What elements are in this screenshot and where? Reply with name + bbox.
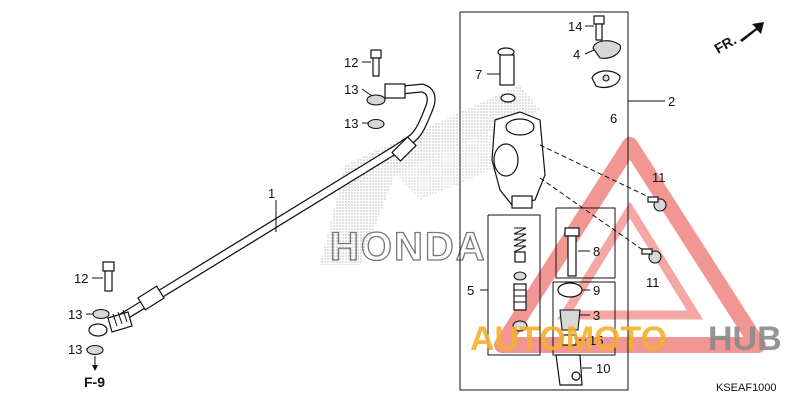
callout-15: 15	[589, 333, 603, 348]
part-13-washer-1	[366, 94, 386, 106]
part-14-bolt	[593, 15, 605, 41]
ref-arrow-head	[92, 365, 98, 371]
watermark-word-grey: HUB	[708, 320, 782, 358]
sub-box-9-3	[552, 281, 616, 356]
callout-14: 14	[568, 19, 582, 34]
callout-9: 9	[593, 283, 600, 298]
part-5-piston-kit	[512, 227, 528, 332]
master-cylinder-body	[491, 111, 546, 209]
callout-12-upper: 12	[344, 55, 358, 70]
part-8-pushrod	[564, 227, 580, 277]
diagram-code: KSEAF1000	[716, 382, 777, 394]
sub-box-8	[555, 207, 616, 279]
callout-10: 10	[596, 361, 610, 376]
front-direction-marker: FR.	[712, 22, 764, 57]
part-11-bolt-upper	[539, 144, 667, 212]
part-13-washer-4	[86, 344, 104, 356]
callout-13-a: 13	[344, 82, 358, 97]
callout-11-upper: 11	[652, 170, 666, 185]
part-12-bolt-top	[370, 49, 382, 77]
callout-6: 6	[610, 111, 617, 126]
part-6-hole	[602, 74, 610, 82]
callout-13-d: 13	[68, 342, 82, 357]
hose-eyelet	[88, 323, 108, 337]
part-10-clevis	[555, 354, 583, 386]
callout-12-lower: 12	[74, 271, 88, 286]
callout-11-lower: 11	[646, 275, 660, 290]
part-1-hose	[107, 83, 436, 333]
part-13-washer-2	[367, 118, 385, 130]
watermark-word-orange: AUTOMOTO	[470, 320, 667, 358]
callout-8: 8	[593, 244, 600, 259]
part-3-joint	[559, 309, 581, 331]
watermark-logo	[494, 137, 766, 353]
callout-1: 1	[268, 186, 275, 201]
callout-3: 3	[593, 308, 600, 323]
part-11-bolt-lower	[539, 177, 662, 264]
part-7-reservoir-joint	[497, 47, 516, 103]
callout-4: 4	[573, 47, 580, 62]
part-10-pin-hole	[571, 371, 581, 381]
front-label: FR.	[712, 31, 740, 56]
honda-logo-text: HONDA	[330, 225, 487, 269]
reference-f9: F-9	[84, 374, 105, 390]
callout-5: 5	[467, 283, 474, 298]
leader-lines	[86, 25, 595, 369]
callout-7: 7	[475, 67, 482, 82]
callout-13-b: 13	[344, 116, 358, 131]
assembly-box-5	[480, 214, 541, 356]
part-4-plate	[592, 40, 622, 59]
callout-13-c: 13	[68, 307, 82, 322]
part-9-boot	[557, 282, 583, 298]
part-12-bolt-bottom	[102, 261, 115, 292]
callout-2: 2	[668, 94, 675, 109]
part-13-washer-3	[92, 308, 110, 320]
watermark-text: AUTOMOTO HUB	[470, 320, 782, 358]
assembly-box-2	[459, 11, 665, 391]
